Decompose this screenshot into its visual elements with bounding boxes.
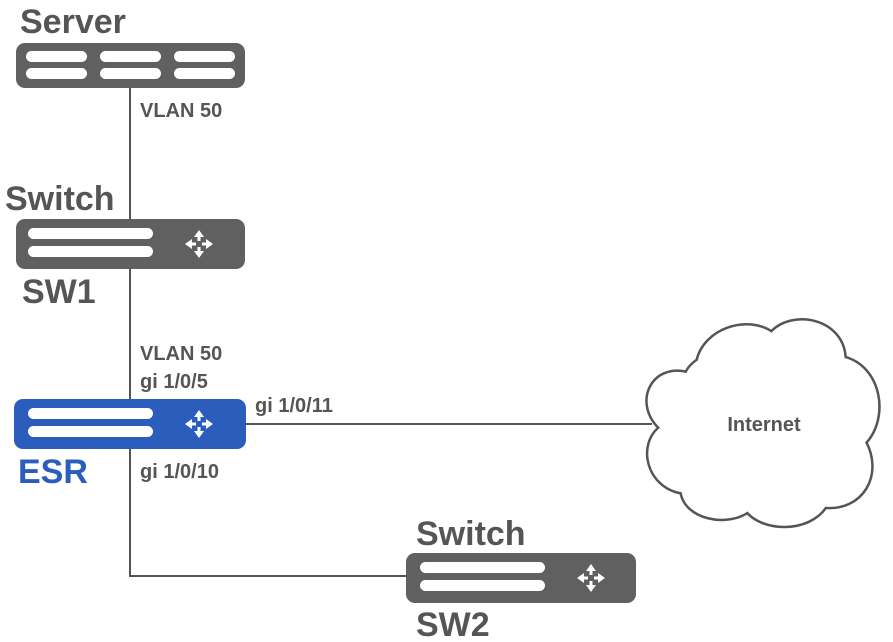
server-device[interactable] [16,43,245,88]
esr-wan-port-label: gi 1/0/11 [255,395,333,417]
esr-up-vlan-label: VLAN 50 [140,343,222,365]
esr-up-port-label: gi 1/0/5 [140,371,208,393]
internet-label: Internet [727,414,801,436]
sw1-name-label: SW1 [22,273,96,311]
sw1-device[interactable] [16,219,245,269]
server-type-label: Server [20,3,126,41]
esr-device[interactable] [14,399,246,449]
esr-name-label: ESR [18,453,88,491]
internet-cloud-icon [645,318,881,529]
link-esr-sw2 [129,448,408,577]
sw2-type-label: Switch [416,515,526,553]
sw1-type-label: Switch [5,180,115,218]
server-vlan-label: VLAN 50 [140,100,222,122]
sw2-device[interactable] [406,553,636,603]
esr-down-port-label: gi 1/0/10 [140,461,219,483]
sw2-name-label: SW2 [416,606,490,642]
